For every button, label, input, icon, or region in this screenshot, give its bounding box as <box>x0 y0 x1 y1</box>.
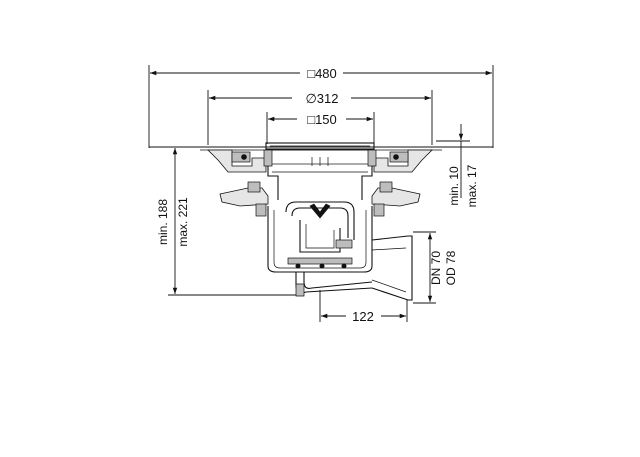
dim-label-150: □150 <box>307 112 337 127</box>
dimension-150: □150 <box>266 112 375 144</box>
dim-label-min-10: min. 10 <box>447 166 461 206</box>
dim-label-max-17: max. 17 <box>465 164 479 207</box>
odour-trap <box>285 201 355 240</box>
dim-label-max-221: max. 221 <box>176 197 190 247</box>
left-clamp-wing <box>219 187 269 207</box>
right-clamp-wing <box>371 187 421 207</box>
dimension-122: 122 <box>319 290 408 324</box>
right-bolt <box>379 181 393 193</box>
dim-label-min-188: min. 188 <box>156 199 170 245</box>
dim-label-480: □480 <box>307 66 337 81</box>
dim-label-122: 122 <box>352 309 374 324</box>
dimension-480: □480 <box>148 65 494 148</box>
dimension-outlet-diameter: DN 70 OD 78 <box>413 231 458 304</box>
dimension-312: ∅312 <box>207 90 433 145</box>
dim-label-312: ∅312 <box>305 91 338 106</box>
grate <box>265 142 375 150</box>
dim-label-dn70: DN 70 <box>429 251 443 285</box>
dim-label-od78: OD 78 <box>444 250 458 285</box>
left-bolt <box>247 181 261 193</box>
outlet-pipe <box>371 235 413 301</box>
drain-body <box>149 142 493 301</box>
dimension-adjust: min. 10 max. 17 <box>436 124 479 207</box>
